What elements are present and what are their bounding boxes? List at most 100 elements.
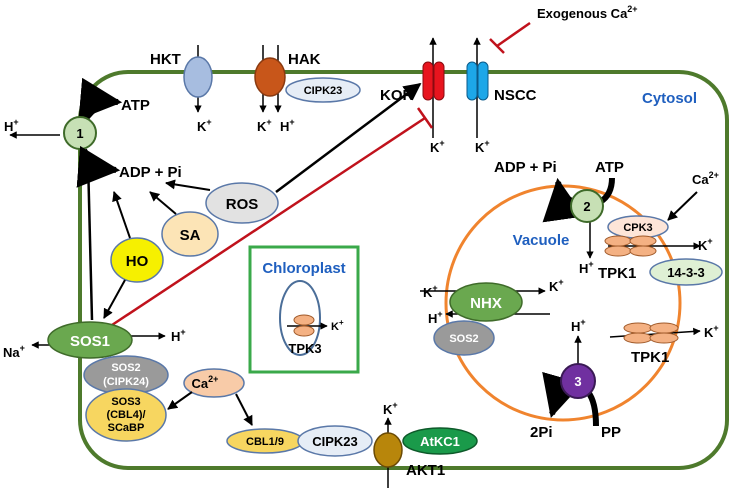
atkc1-label: AtKC1 <box>420 434 460 449</box>
nhx-label: NHX <box>470 295 502 312</box>
nhx-h-label: H+ <box>428 309 443 326</box>
nscc-k-label: K+ <box>475 138 490 155</box>
sos2-cipk24-line1: SOS2 <box>111 362 140 374</box>
nhx-k-left-label: K+ <box>423 283 438 300</box>
cbl-label: CBL1/9 <box>246 436 284 448</box>
ca-center-ellipse <box>183 368 245 398</box>
kor-subunit-right <box>433 61 445 101</box>
tpk1-top-label: TPK1 <box>598 265 636 282</box>
tpk1-right-c <box>649 322 679 334</box>
ho-ellipse <box>110 237 164 283</box>
sa-to-adp-arrow <box>149 191 177 215</box>
hak-k-label: K+ <box>257 117 272 134</box>
cipk23-top-ellipse <box>285 77 361 103</box>
sos1-to-pump1-arrow <box>79 158 98 321</box>
ho-to-sos1-arrow <box>103 279 126 319</box>
ros-to-kor-arrow <box>275 82 422 193</box>
tpk1-top-a <box>604 235 632 247</box>
pump1-h-label: H+ <box>4 117 19 134</box>
kor-subunit-left <box>422 61 434 101</box>
tpk1-top-k-label: K+ <box>698 236 713 253</box>
ca-to-cbl-arrow <box>235 393 253 426</box>
exogenous-inhibit-bar <box>489 38 505 54</box>
tpk1-top-c <box>629 235 657 247</box>
ros-ellipse <box>205 182 279 224</box>
hkt-transporter <box>183 56 213 98</box>
nscc-subunit-right <box>477 61 489 101</box>
sos3-ellipse <box>85 388 167 442</box>
pump3-circle <box>560 363 596 399</box>
cell-membrane <box>78 70 729 470</box>
nscc-subunit-left <box>466 61 478 101</box>
pump1-number: 1 <box>76 126 83 141</box>
sos3-line2: (CBL4)/ <box>106 409 145 421</box>
cpk3-label: CPK3 <box>623 222 652 234</box>
sos1-inhibit-kor-bar <box>416 107 434 129</box>
vacuole-label: Vacuole <box>513 232 570 249</box>
ca-to-cpk3-arrow <box>667 191 698 221</box>
tpk3-label: TPK3 <box>288 341 321 356</box>
atp-vac-label: ATP <box>595 159 624 176</box>
nscc-label: NSCC <box>494 87 537 104</box>
ho-label: HO <box>126 253 149 270</box>
cipk23-bottom-label: CIPK23 <box>312 434 358 449</box>
tpk3-bottom <box>293 325 315 337</box>
tpk3-top <box>293 314 315 326</box>
tpk1-top-b <box>604 245 632 257</box>
sos1-na-label: Na+ <box>3 343 25 360</box>
adp-left-label: ADP + Pi <box>119 164 182 181</box>
sos3-line3: SCaBP <box>108 422 145 434</box>
pp-in-arrow <box>585 390 599 427</box>
ca-to-sos3-arrow <box>167 391 193 410</box>
akt1-k-label: K+ <box>383 400 398 417</box>
kor-k-label: K+ <box>430 138 445 155</box>
atp-left-label: ATP <box>121 97 150 114</box>
pump2-number: 2 <box>583 199 590 214</box>
prot1433-label: 14-3-3 <box>667 265 705 280</box>
nhx-k-right-label: K+ <box>549 277 564 294</box>
sos1-inhibit-kor-line <box>111 116 426 327</box>
ho-to-adp-arrow <box>112 191 131 239</box>
akt1-label: AKT1 <box>406 462 445 479</box>
sos2-cipk24-line2: (CIPK24) <box>103 376 149 388</box>
hak-label: HAK <box>288 51 321 68</box>
ca-right-label: Ca2+ <box>692 170 719 187</box>
sos2-vac-label: SOS2 <box>449 333 478 345</box>
hak-transporter <box>254 57 286 97</box>
hkt-label: HKT <box>150 51 181 68</box>
sa-ellipse <box>161 211 219 257</box>
pump3-number: 3 <box>574 374 581 389</box>
ros-to-adp-arrow <box>165 179 211 191</box>
ros-label: ROS <box>226 196 259 213</box>
atkc1-ellipse <box>402 427 478 455</box>
pump3-h-label: H+ <box>571 317 586 334</box>
nhx-ellipse <box>449 282 523 322</box>
hak-h-label: H+ <box>280 117 295 134</box>
cipk23-top-label: CIPK23 <box>304 85 343 97</box>
exogenous-ca-label: Exogenous Ca2+ <box>537 4 638 21</box>
pi2-label: 2Pi <box>530 424 553 441</box>
chloroplast-label: Chloroplast <box>262 260 345 277</box>
akt1-transporter <box>373 432 403 468</box>
tpk1-right-b <box>623 332 653 344</box>
tpk1-right-k-label: K+ <box>704 323 719 340</box>
hkt-k-label: K+ <box>197 117 212 134</box>
ca-center-label: Ca2+ <box>192 374 219 391</box>
tpk1-top-d <box>629 245 657 257</box>
cipk23-bottom-ellipse <box>297 425 373 457</box>
tpk3-k-label: K+ <box>331 318 344 333</box>
tpk1-right-label: TPK1 <box>631 349 669 366</box>
pp-label: PP <box>601 424 621 441</box>
pump2-h-label: H+ <box>579 259 594 276</box>
adp-vac-label: ADP + Pi <box>494 159 557 176</box>
sos2-vac-ellipse <box>433 320 495 356</box>
cytosol-label: Cytosol <box>642 90 697 107</box>
sos1-ellipse <box>47 321 133 359</box>
pump2-circle <box>570 189 604 223</box>
tpk1-right-d <box>649 332 679 344</box>
prot1433-ellipse <box>649 258 723 286</box>
sa-label: SA <box>180 227 201 244</box>
sos1-label: SOS1 <box>70 333 110 350</box>
